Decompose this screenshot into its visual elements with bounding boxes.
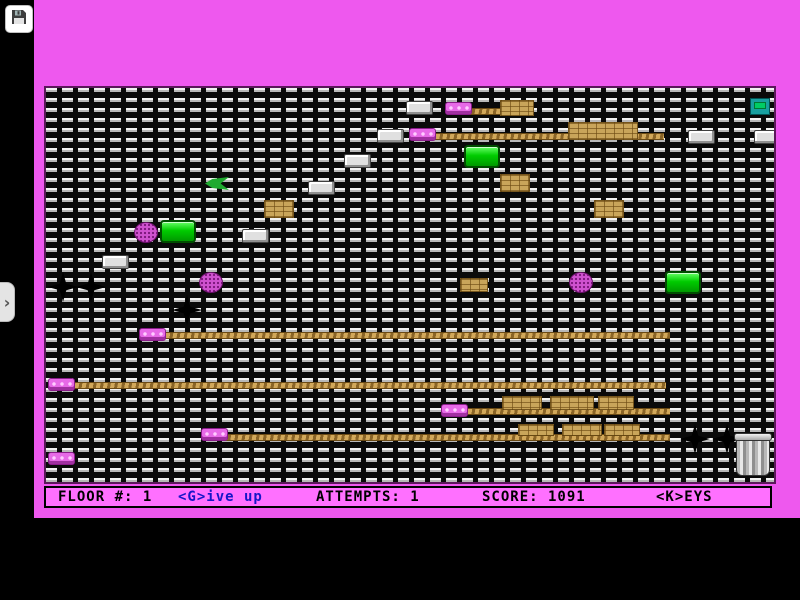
sand-sprite bbox=[598, 396, 634, 410]
chevron-right-icon: › bbox=[3, 292, 11, 312]
spike-sprite bbox=[172, 295, 202, 325]
plate-sprite bbox=[377, 129, 404, 143]
vehicle-sprite bbox=[445, 102, 472, 115]
sand-sprite bbox=[460, 278, 488, 292]
sand-sprite bbox=[518, 424, 554, 436]
plate-sprite bbox=[688, 130, 715, 144]
sand-sprite bbox=[604, 424, 640, 436]
ball-sprite bbox=[569, 272, 593, 293]
game-screen: FLOOR #: 1 <G>ive up ATTEMPTS: 1 SCORE: … bbox=[34, 0, 800, 518]
score-indicator: SCORE: 1091 bbox=[482, 489, 586, 505]
spike-sprite bbox=[48, 272, 78, 302]
sand-sprite bbox=[500, 174, 530, 192]
ball-sprite bbox=[134, 222, 158, 243]
rope-sprite bbox=[429, 133, 664, 140]
plate-sprite bbox=[102, 255, 129, 269]
monitor-sprite bbox=[750, 98, 770, 115]
plate-sprite bbox=[406, 101, 433, 115]
sand-sprite bbox=[502, 396, 542, 410]
sand-sprite bbox=[500, 100, 534, 116]
trash-sprite bbox=[734, 433, 772, 476]
vehicle-sprite bbox=[48, 452, 75, 465]
sand-sprite bbox=[264, 200, 294, 218]
keys-command: <K>EYS bbox=[656, 489, 713, 505]
vehicle-sprite bbox=[48, 378, 75, 391]
spike-sprite bbox=[76, 272, 106, 302]
floor-indicator: FLOOR #: 1 bbox=[58, 489, 153, 505]
give-up-command: <G>ive up bbox=[178, 489, 263, 505]
rope-sprite bbox=[217, 434, 670, 441]
vehicle-sprite bbox=[139, 328, 166, 341]
status-bar: FLOOR #: 1 <G>ive up ATTEMPTS: 1 SCORE: … bbox=[44, 486, 772, 508]
attempts-indicator: ATTEMPTS: 1 bbox=[316, 489, 420, 505]
critter-sprite bbox=[205, 177, 229, 190]
sand-sprite bbox=[594, 200, 624, 218]
plate-sprite bbox=[308, 181, 335, 195]
sidebar-expander[interactable]: › bbox=[0, 282, 15, 322]
sand-sprite bbox=[568, 122, 638, 140]
plate-sprite bbox=[242, 229, 269, 243]
sand-sprite bbox=[562, 424, 602, 436]
vehicle-sprite bbox=[201, 428, 228, 441]
plate-sprite bbox=[344, 154, 371, 168]
sand-sprite bbox=[550, 396, 594, 410]
game-field[interactable] bbox=[44, 86, 776, 484]
vehicle-sprite bbox=[441, 404, 468, 417]
vehicle-sprite bbox=[409, 128, 436, 141]
save-button[interactable] bbox=[5, 5, 33, 33]
rope-sprite bbox=[454, 108, 534, 115]
greenbox-sprite bbox=[464, 145, 500, 168]
spike-sprite bbox=[680, 424, 710, 454]
plate-sprite bbox=[754, 130, 774, 144]
floppy-icon bbox=[11, 9, 27, 29]
rope-sprite bbox=[152, 332, 670, 339]
rope-sprite bbox=[54, 382, 666, 389]
greenbox-sprite bbox=[665, 271, 701, 294]
greenbox-sprite bbox=[160, 220, 196, 243]
ball-sprite bbox=[199, 272, 223, 293]
